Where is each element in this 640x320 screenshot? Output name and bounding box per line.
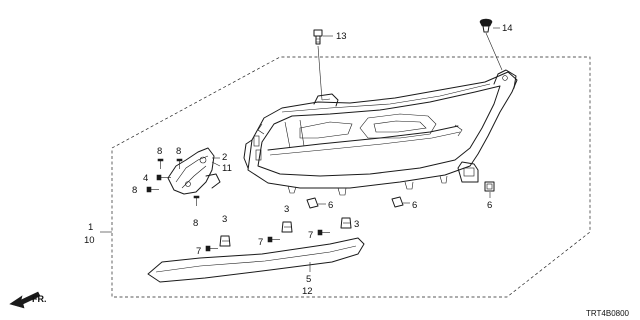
callout-13: 13 xyxy=(336,31,347,42)
assembly-outline xyxy=(111,56,591,298)
callout-10: 10 xyxy=(84,235,95,246)
callout-4: 4 xyxy=(143,173,148,184)
callout-3-right: 3 xyxy=(354,219,359,230)
callout-12: 12 xyxy=(302,286,313,297)
garnish-strip xyxy=(147,237,365,283)
clip-nuts xyxy=(219,181,495,247)
callout-3-mid: 3 xyxy=(284,204,289,215)
headlight-assembly xyxy=(243,69,518,196)
callout-8-top-right: 8 xyxy=(176,146,181,157)
callout-11: 11 xyxy=(222,163,232,174)
callout-6-right: 6 xyxy=(487,200,492,211)
callout-1: 1 xyxy=(88,222,93,233)
callout-8-left: 8 xyxy=(132,185,137,196)
callout-7-right: 7 xyxy=(308,230,313,241)
front-direction-arrow xyxy=(9,291,41,309)
callout-5: 5 xyxy=(306,274,311,285)
callout-7-mid: 7 xyxy=(258,237,263,248)
callout-2: 2 xyxy=(222,152,227,163)
callout-3-left: 3 xyxy=(222,214,227,225)
front-direction-label: FR. xyxy=(32,294,47,304)
callout-7-left: 7 xyxy=(196,246,201,257)
callout-8-top-left: 8 xyxy=(157,146,162,157)
callout-6-mid: 6 xyxy=(412,200,417,211)
screws xyxy=(146,158,330,252)
fasteners-top xyxy=(313,18,493,45)
leader-lines xyxy=(100,27,503,272)
callout-labels: 13 14 1 10 2 11 8 8 4 8 8 3 3 3 7 7 7 6 … xyxy=(32,23,630,318)
callout-8-bottom: 8 xyxy=(193,218,198,229)
diagram-code: TRT4B0800 xyxy=(586,309,630,318)
callout-14: 14 xyxy=(502,23,513,34)
callout-6-left: 6 xyxy=(328,200,333,211)
headlight-bracket xyxy=(167,147,221,195)
